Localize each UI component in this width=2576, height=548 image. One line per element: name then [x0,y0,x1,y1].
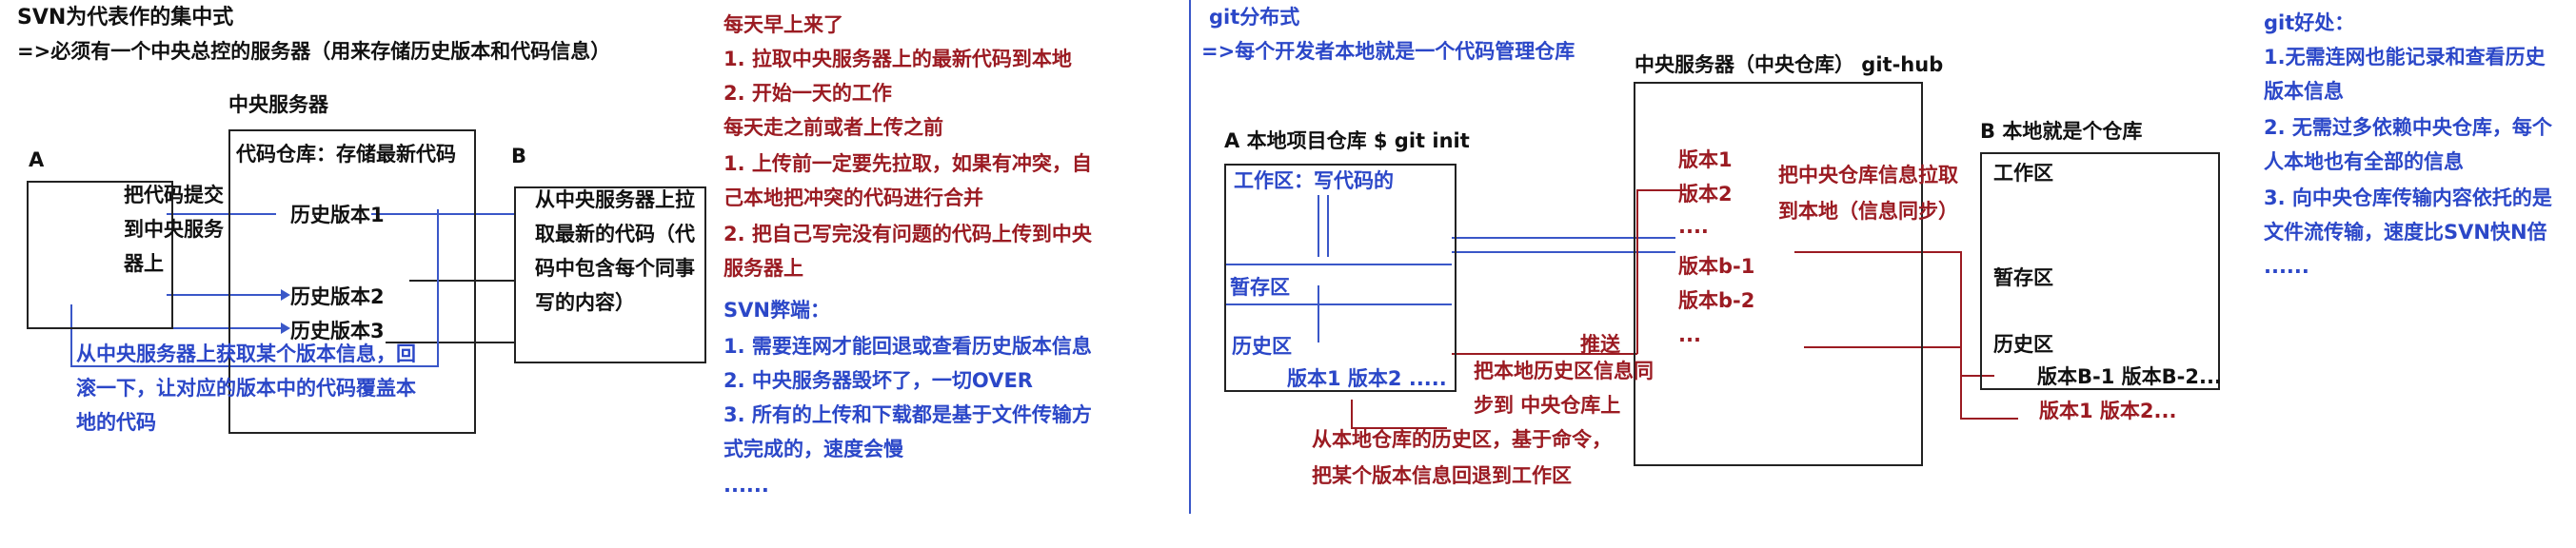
git-push-1: 把本地历史区信息同 [1474,360,1654,382]
git-central-v3: .... [1678,215,1709,238]
svn-subtitle: =>必须有一个中央总控的服务器（用来存储历史版本和代码信息） [17,40,611,63]
svn-history-3: 历史版本3 [290,320,385,342]
git-push-2: 步到 中央仓库上 [1474,394,1621,417]
svn-server-store: 代码仓库：存储最新代码 [236,143,456,166]
workflow-line-2: 1. 拉取中央服务器上的最新代码到本地 [723,48,1072,70]
rollback-bracket [70,209,439,367]
svn-server-label: 中央服务器 [228,93,328,116]
git-central-v1: 版本1 [1678,148,1733,171]
git-central-v6: ... [1678,323,1701,346]
history-link-1-head [281,289,290,301]
workflow-line-4: 每天走之前或者上传之前 [723,116,943,139]
pros-4: 人本地也有全部的信息 [2264,150,2464,173]
svn-history-2: 历史版本2 [290,285,385,308]
pros-5: 3. 向中央仓库传输内容依托的是 [2264,186,2552,209]
pros-2: 版本信息 [2264,80,2344,103]
git-sync-1: 把中央仓库信息拉取 [1778,164,1958,186]
svn-b-pull-2: 取最新的代码（代 [535,223,695,245]
svn-a-commit-2: 到中央服务 [124,218,224,241]
git-b-stage: 暂存区 [1993,266,2053,289]
workflow-line-1: 每天早上来了 [723,13,843,36]
svn-cons-5: ...... [723,474,769,497]
git-central-v5: 版本b-2 [1678,289,1755,312]
svn-node-b [514,186,706,363]
git-a-stage: 暂存区 [1230,276,1290,299]
workflow-line-8: 服务器上 [723,257,803,280]
git-central-v2: 版本2 [1678,183,1733,206]
git-a-versions: 版本1 版本2 ..... [1287,367,1447,390]
git-central-label: 中央服务器（中央仓库） git-hub [1635,53,1944,76]
pros-6: 文件流传输，速度比SVN快N倍 [2264,221,2547,244]
central-to-b [1794,251,1994,377]
b-to-central [1960,376,2018,420]
svn-cons-2: 2. 中央服务器毁坏了，一切OVER [723,369,1033,392]
svn-b-pull-4: 写的内容） [535,291,635,314]
svn-node-a [27,181,173,329]
git-rollback-1: 从本地仓库的历史区，基于命令， [1312,428,1612,451]
push-up [1636,189,1685,354]
svn-a-label: A [29,148,45,171]
svn-b-pull-3: 码中包含每个同事 [535,257,695,280]
git-title: git分布式 [1209,6,1300,29]
git-a-title: A 本地项目仓库 $ git init [1224,129,1470,152]
git-b-title: B 本地就是个仓库 [1980,120,2143,143]
pros-title: git好处： [2264,11,2355,34]
workflow-line-6: 己本地把冲突的代码进行合并 [723,186,983,209]
git-push-label: 推送 [1580,333,1620,356]
git-a-history: 历史区 [1232,335,1292,358]
pros-3: 2. 无需过多依赖中央仓库，每个 [2264,116,2552,139]
svn-central-server [228,129,476,434]
workflow-line-3: 2. 开始一天的工作 [723,82,892,105]
svn-a-commit-1: 把代码提交 [124,184,224,206]
git-b-versions-in: 版本B-1 版本B-2... [2037,365,2222,388]
git-central-repo [1634,82,1923,466]
svn-cons-4: 式完成的，速度会慢 [723,438,903,460]
pros-7: ...... [2264,255,2309,278]
svn-rollback-1: 从中央服务器上获取某个版本信息，回 [76,342,416,365]
git-repo-b [1980,152,2220,390]
svn-cons-1: 1. 需要连网才能回退或查看历史版本信息 [723,335,1092,358]
svn-title: SVN为代表作的集中式 [17,6,234,29]
git-rollback-2: 把某个版本信息回退到工作区 [1312,464,1572,487]
svn-history-1: 历史版本1 [290,204,385,226]
git-a-work: 工作区：写代码的 [1234,169,1394,192]
pros-1: 1.无需连网也能记录和查看历史 [2264,46,2546,68]
svn-a-commit-3: 器上 [124,252,164,275]
svn-cons-3: 3. 所有的上传和下载都是基于文件传输方 [723,403,1092,426]
svn-b-label: B [511,145,527,167]
workflow-line-5: 1. 上传前一定要先拉取，如果有冲突，自 [723,152,1092,175]
svn-rollback-3: 地的代码 [76,411,156,434]
git-b-history: 历史区 [1993,333,2053,356]
rollback-loop [1351,400,1447,429]
svn-rollback-2: 滚一下，让对应的版本中的代码覆盖本 [76,377,416,400]
svn-b-pull-1: 从中央服务器上拉 [535,188,695,211]
svn-cons-title: SVN弊端： [723,299,830,322]
history-link-2-head [281,323,290,334]
git-central-v4: 版本b-1 [1678,255,1755,278]
git-repo-a [1224,164,1456,392]
git-sync-2: 到本地（信息同步） [1778,200,1958,223]
git-b-work: 工作区 [1993,162,2053,185]
git-b-versions-out: 版本1 版本2... [2039,400,2177,422]
workflow-line-7: 2. 把自己写完没有问题的代码上传到中央 [723,223,1092,245]
git-subtitle: =>每个开发者本地就是一个代码管理仓库 [1201,40,1575,63]
